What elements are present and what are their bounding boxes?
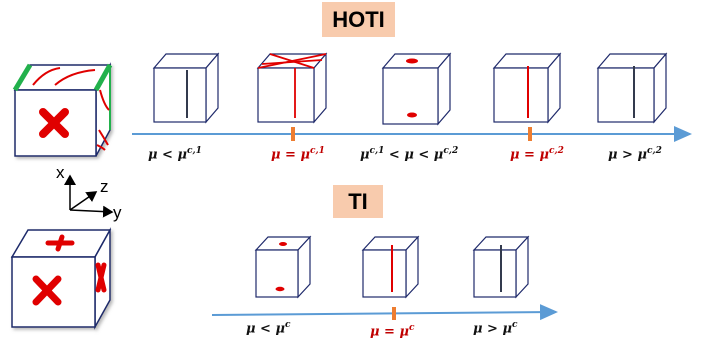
- ti-cube-2: [361, 235, 420, 299]
- hoti-label-3: μc,1 < μ < μc,2: [360, 146, 459, 163]
- hoti-label-2: μ = μc,1: [271, 146, 325, 163]
- critical-point-tick: [528, 127, 532, 141]
- ti-label-1: μ < μc: [246, 320, 291, 337]
- ti-label-2: μ = μc: [370, 323, 415, 340]
- critical-point-tick: [392, 307, 396, 320]
- red-cross-icon: [95, 262, 107, 293]
- red-cross-icon: [39, 108, 69, 138]
- hoti-cube-1: [152, 52, 220, 124]
- critical-point-tick: [291, 127, 295, 141]
- hoti-label-5: μ > μc,2: [608, 146, 662, 163]
- hoti-cube-5: [596, 52, 668, 124]
- red-cross-icon: [32, 275, 62, 306]
- ti-cube-1: [254, 235, 312, 299]
- z-axis-label: z: [100, 177, 109, 196]
- ti-cube-3: [472, 235, 530, 299]
- red-plus-icon: [45, 234, 75, 252]
- hoti-title: HOTI: [322, 2, 395, 37]
- ti-label-3: μ > μc: [473, 320, 518, 337]
- y-axis-label: y: [113, 203, 122, 222]
- coordinate-axes: [64, 174, 114, 218]
- ti-title: TI: [333, 185, 383, 218]
- hoti-cube-2: [256, 52, 328, 124]
- hoti-label-4: μ = μc,2: [510, 146, 564, 163]
- ti-mu-axis: [211, 304, 558, 321]
- hinge-edge: [12, 63, 33, 92]
- hoti-label-1: μ < μc,1: [148, 146, 202, 163]
- hoti-cube-4: [492, 52, 562, 124]
- hoti-cube-3: [381, 52, 452, 126]
- hinge-edge: [93, 63, 113, 92]
- x-axis-label: x: [56, 163, 65, 182]
